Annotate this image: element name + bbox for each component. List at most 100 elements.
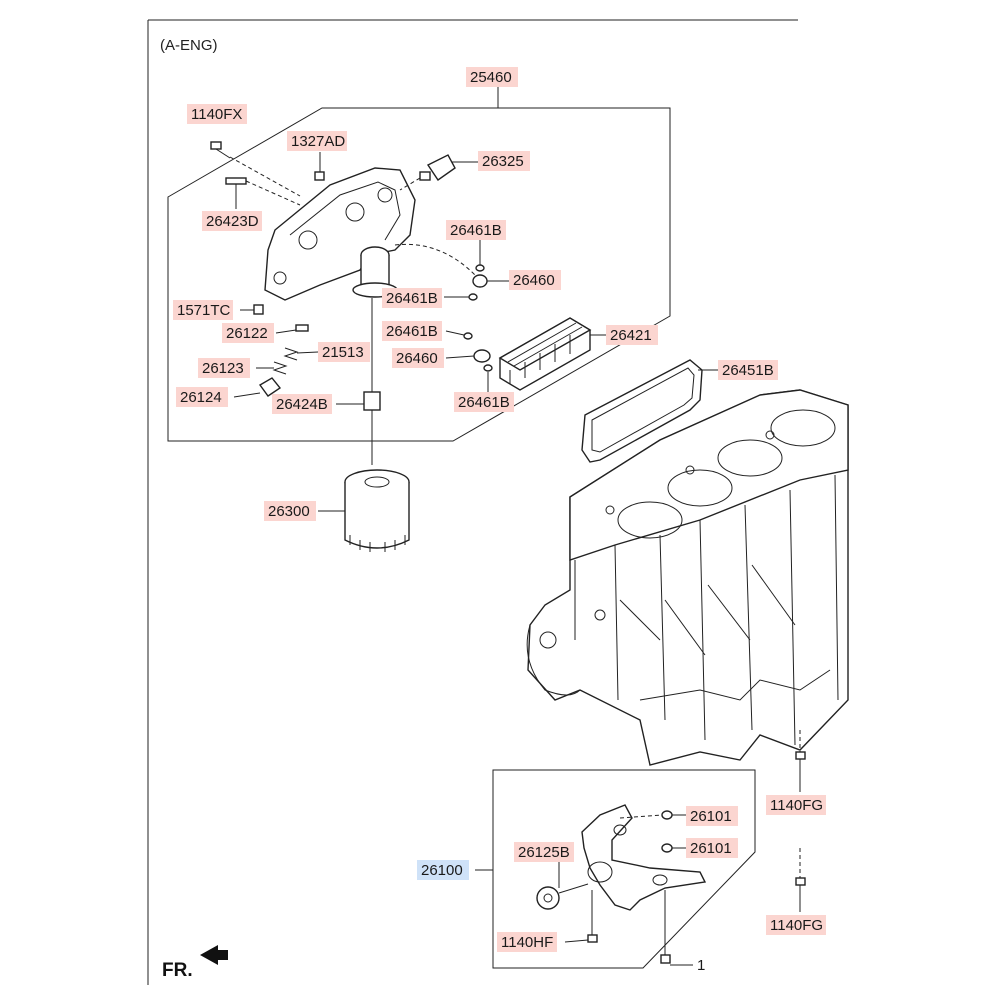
part-label-26124: 26124 [176, 387, 228, 407]
part-label-background [198, 358, 250, 378]
part-label-background [202, 211, 262, 231]
part-label-background [287, 131, 347, 151]
part-number-text: 26122 [226, 325, 268, 342]
part-number-text: 1140FG [770, 917, 823, 934]
pin-26122 [295, 324, 309, 332]
part-number-text: 26300 [268, 503, 310, 520]
oil-pump-gear [536, 886, 560, 910]
part-label-26101: 26101 [686, 806, 738, 826]
oil-pressure-switch [419, 154, 456, 181]
front-direction-label: FR. [162, 960, 193, 981]
bolt-1140fx [210, 141, 231, 159]
part-label-26100: 26100 [417, 860, 469, 880]
part-label-background [766, 795, 826, 815]
part-number-text: 26125B [518, 844, 570, 861]
oil-cooler-gasket [581, 359, 703, 463]
part-number-text: 26451B [722, 362, 774, 379]
part-label-26300: 26300 [264, 501, 316, 521]
o-ring-26460-upper [472, 274, 488, 288]
part-number-text: 26460 [513, 272, 555, 289]
part-label-background [686, 838, 738, 858]
stud-26423d [225, 177, 247, 185]
part-label-26325: 26325 [478, 151, 530, 171]
bolt-1 [660, 890, 671, 964]
part-label-1140fx: 1140FX [187, 104, 247, 124]
part-label-background [264, 501, 316, 521]
oil-cooler [498, 317, 592, 391]
part-number-text: 26101 [690, 808, 732, 825]
part-label-background [454, 392, 514, 412]
part-number-text: 21513 [322, 344, 364, 361]
o-ring-26101-upper [661, 810, 673, 820]
part-number-text: 26423D [206, 213, 259, 230]
part-label-26423d: 26423D [202, 211, 262, 231]
part-number-text: 1140FG [770, 797, 823, 814]
part-number-text: 26421 [610, 327, 652, 344]
part-label-1571tc: 1571TC [173, 300, 233, 320]
fitting-26424b [363, 391, 381, 411]
part-number-text: 26101 [690, 840, 732, 857]
part-label-background [173, 300, 233, 320]
part-label-26461b: 26461B [446, 220, 506, 240]
part-number-text: 26123 [202, 360, 244, 377]
nut-1327ad [314, 171, 325, 181]
o-ring-26461b-upper [475, 264, 485, 272]
engine-variant-label: (A-ENG) [160, 37, 218, 54]
oil-pump-assembly [536, 804, 707, 911]
part-label-background [382, 288, 442, 308]
oil-pump-group-frame [492, 769, 756, 969]
part-label-26101: 26101 [686, 838, 738, 858]
part-label-background [176, 387, 228, 407]
part-label-background [318, 342, 370, 362]
part-number-text: 1327AD [291, 133, 345, 150]
plug-1571tc [253, 304, 264, 315]
part-label-background [222, 323, 274, 343]
part-label-background [686, 806, 738, 826]
part-label-background [382, 321, 442, 341]
part-label-background [417, 860, 469, 880]
part-label-1: 1 [697, 957, 705, 974]
part-number-text: 26100 [421, 862, 463, 879]
part-label-26421: 26421 [606, 325, 658, 345]
oil-filter-housing-group-frame [167, 107, 671, 442]
part-number-text: 25460 [470, 69, 512, 86]
part-label-26461b: 26461B [382, 321, 442, 341]
part-label-26461b: 26461B [382, 288, 442, 308]
valve-26124 [258, 377, 282, 397]
part-label-background [497, 932, 557, 952]
part-label-26122: 26122 [222, 323, 274, 343]
part-label-25460: 25460 [466, 67, 518, 87]
part-number-text: 1140FX [191, 106, 242, 123]
part-label-1140hf: 1140HF [497, 932, 557, 952]
part-label-background [478, 151, 530, 171]
o-ring-26461b-cooler-a [463, 332, 473, 340]
part-label-26451b: 26451B [718, 360, 778, 380]
o-ring-26460-cooler [473, 349, 491, 363]
bolt-1140fg-lower [795, 877, 806, 912]
part-number-text: 26461B [386, 290, 438, 307]
o-ring-26461b-cooler-b [483, 364, 493, 372]
oil-filter [344, 469, 410, 552]
cylinder-block [526, 389, 849, 766]
part-label-background [446, 220, 506, 240]
part-label-background [509, 270, 561, 290]
part-number-text: 26461B [458, 394, 510, 411]
part-label-background [392, 348, 444, 368]
relief-spring [283, 347, 299, 361]
part-label-1140fg: 1140FG [766, 915, 826, 935]
bolt-1140hf [587, 890, 598, 943]
part-number-text: 26325 [482, 153, 524, 170]
part-number-text: 1140HF [501, 934, 553, 951]
part-number-text: 1 [697, 957, 705, 974]
part-label-26123: 26123 [198, 358, 250, 378]
part-number-text: 26424B [276, 396, 328, 413]
o-ring-26461b-lower [468, 293, 478, 301]
part-label-background [187, 104, 247, 124]
part-number-text: 26124 [180, 389, 222, 406]
part-label-background [766, 915, 826, 935]
part-label-background [606, 325, 658, 345]
part-label-1327ad: 1327AD [287, 131, 347, 151]
part-label-26424b: 26424B [272, 394, 332, 414]
part-label-26461b: 26461B [454, 392, 514, 412]
part-number-text: 26461B [450, 222, 502, 239]
